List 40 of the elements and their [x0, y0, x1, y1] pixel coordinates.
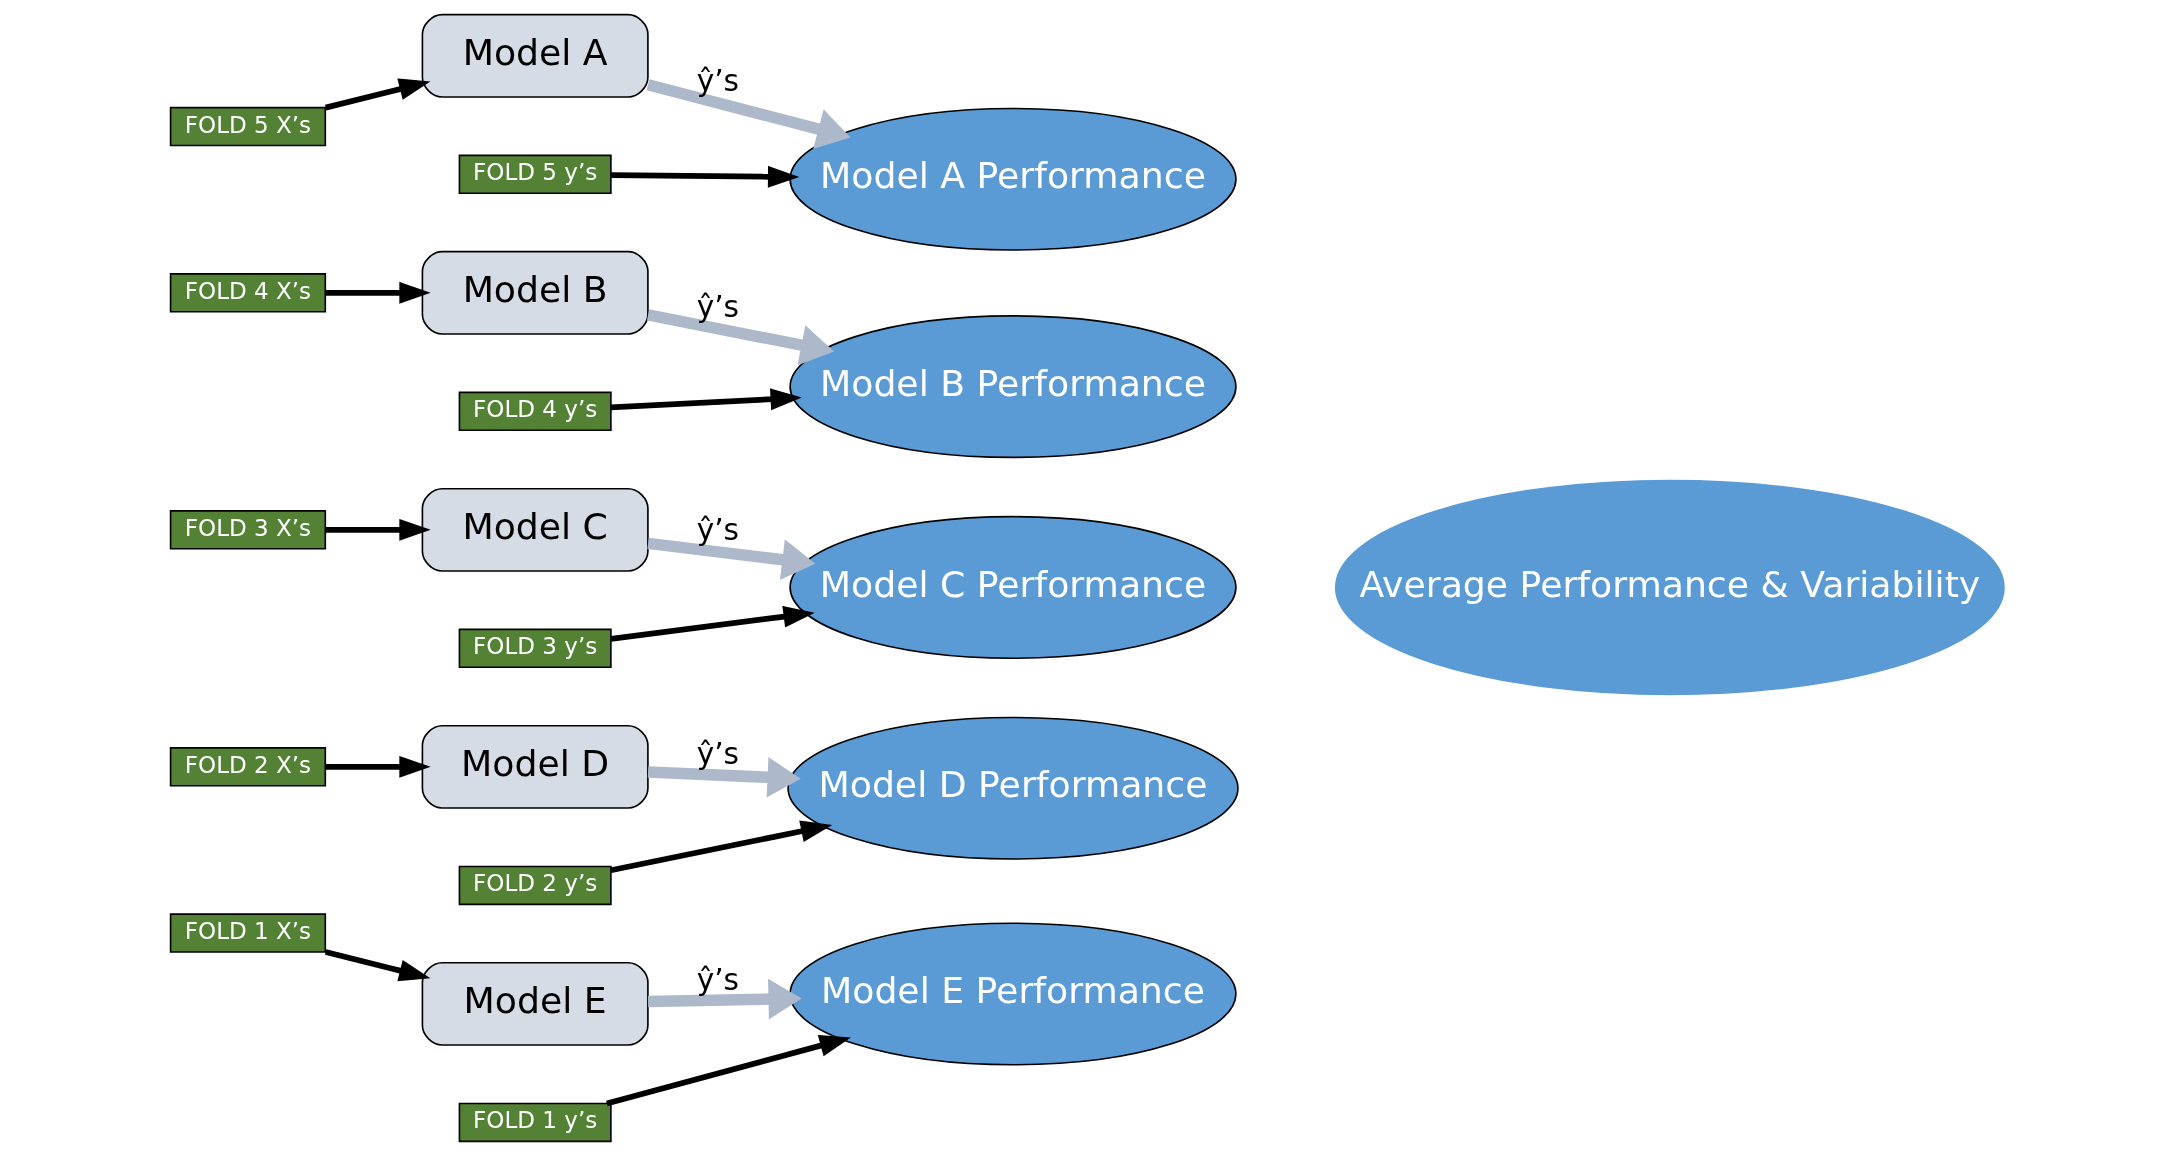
- node-box: FOLD 3 X’s: [169, 510, 326, 550]
- arrow: [324, 949, 430, 982]
- arrow: [325, 518, 431, 541]
- arrow: [605, 1035, 851, 1107]
- edge-label: ŷ’s: [696, 737, 739, 772]
- node-box: Model A: [421, 13, 649, 98]
- arrow: [610, 165, 799, 188]
- node-box: FOLD 1 y’s: [458, 1102, 612, 1143]
- node-box: FOLD 4 y’s: [458, 391, 612, 432]
- arrow: [646, 309, 834, 366]
- node-ellipse: Average Performance & Variability: [1334, 479, 2005, 696]
- node-box: FOLD 5 y’s: [458, 154, 612, 195]
- arrow: [325, 755, 431, 778]
- node-box: Model C: [421, 487, 649, 572]
- arrow: [610, 388, 802, 411]
- node-ellipse: Model D Performance: [786, 716, 1239, 860]
- arrow: [324, 78, 430, 111]
- node-box: FOLD 1 X’s: [169, 913, 326, 953]
- edge-label: ŷ’s: [696, 962, 739, 997]
- node-box: FOLD 5 X’s: [169, 106, 326, 147]
- node-box: FOLD 2 y’s: [458, 865, 612, 906]
- node-box: Model E: [421, 961, 649, 1046]
- edge-label: ŷ’s: [696, 64, 739, 99]
- arrow: [646, 79, 851, 149]
- arrow: [647, 978, 802, 1020]
- node-ellipse: Model E Performance: [788, 922, 1237, 1066]
- edge-label: ŷ’s: [696, 513, 739, 548]
- arrow: [609, 820, 832, 874]
- node-box: FOLD 2 X’s: [169, 747, 326, 787]
- edge-label: ŷ’s: [696, 289, 739, 324]
- node-box: Model B: [421, 250, 649, 335]
- node-box: Model D: [421, 724, 649, 809]
- node-ellipse: Model B Performance: [788, 315, 1237, 459]
- arrow: [325, 281, 431, 304]
- arrow: [646, 537, 815, 580]
- arrow: [610, 605, 815, 642]
- node-ellipse: Model C Performance: [788, 515, 1237, 660]
- node-box: FOLD 4 X’s: [169, 273, 326, 313]
- arrow: [647, 756, 801, 798]
- node-box: FOLD 3 y’s: [458, 628, 612, 669]
